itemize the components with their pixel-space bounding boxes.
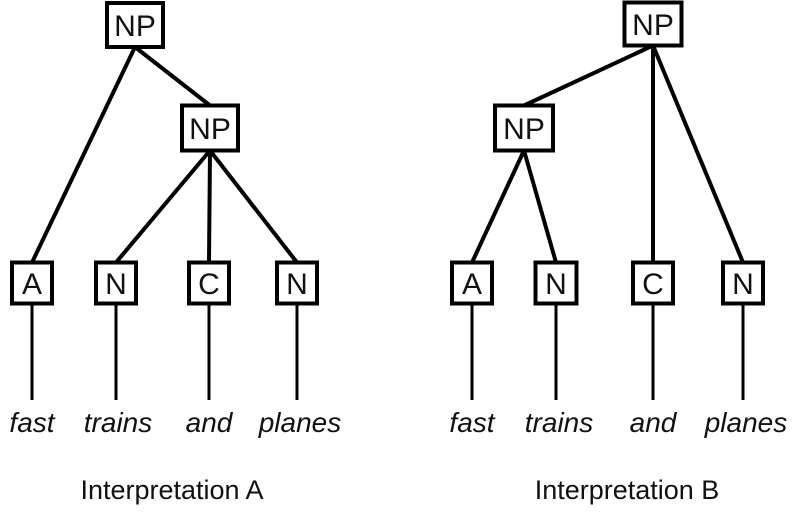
edge-group bbox=[30, 45, 299, 264]
node-label-a-leaf-n2: N bbox=[286, 268, 308, 301]
tree-edge-b-root-np-to-b-leaf-n2 bbox=[651, 44, 745, 264]
tree-edge-a-inner-np-to-a-leaf-n2 bbox=[208, 149, 299, 264]
caption-interpretation-b: Interpretation B bbox=[535, 475, 720, 505]
word-a-word-and: and bbox=[186, 407, 234, 438]
node-b-leaf-a: A bbox=[450, 260, 494, 306]
node-b-leaf-c: C bbox=[631, 260, 675, 306]
node-box-a-leaf-n2 bbox=[275, 260, 319, 306]
node-label-b-inner-np: NP bbox=[503, 113, 545, 146]
node-label-b-root-np: NP bbox=[632, 9, 674, 42]
node-box-a-inner-np bbox=[180, 103, 240, 153]
leaf-stem-group bbox=[470, 303, 745, 400]
node-box-a-leaf-a bbox=[10, 260, 54, 306]
word-b-word-and: and bbox=[630, 407, 678, 438]
tree-edge-a-root-np-to-a-leaf-a bbox=[30, 46, 137, 264]
word-a-word-planes: planes bbox=[258, 407, 342, 438]
word-b-word-trains: trains bbox=[525, 407, 593, 438]
word-b-word-planes: planes bbox=[704, 407, 788, 438]
node-label-a-inner-np: NP bbox=[189, 113, 231, 146]
node-label-b-leaf-a: A bbox=[462, 268, 482, 301]
tree-edge-b-inner-np-to-b-leaf-a bbox=[470, 149, 526, 264]
tree-edge-a-inner-np-to-a-leaf-n1 bbox=[114, 149, 212, 264]
node-a-leaf-n1: N bbox=[94, 260, 138, 306]
node-b-inner-np: NP bbox=[493, 103, 555, 153]
node-label-b-leaf-c: C bbox=[642, 268, 664, 301]
node-label-b-leaf-n2: N bbox=[732, 268, 754, 301]
node-box-b-inner-np bbox=[493, 103, 555, 153]
node-a-root-np: NP bbox=[105, 1, 165, 49]
word-b-word-fast: fast bbox=[449, 407, 495, 438]
tree-edge-a-inner-np-to-a-leaf-c bbox=[207, 150, 212, 263]
node-box-a-root-np bbox=[105, 1, 165, 49]
node-label-a-leaf-a: A bbox=[22, 268, 42, 301]
tree-edge-a-root-np-to-a-inner-np bbox=[133, 45, 212, 108]
node-label-a-leaf-c: C bbox=[198, 268, 220, 301]
word-a-word-trains: trains bbox=[84, 407, 152, 438]
node-box-b-leaf-n1 bbox=[533, 260, 579, 306]
tree-edge-b-root-np-to-b-inner-np bbox=[523, 43, 654, 108]
node-box-b-leaf-a bbox=[450, 260, 494, 306]
node-label-a-root-np: NP bbox=[114, 10, 156, 43]
tree-edge-b-inner-np-to-b-leaf-n1 bbox=[522, 149, 558, 264]
node-a-leaf-n2: N bbox=[275, 260, 319, 306]
word-a-word-fast: fast bbox=[9, 407, 55, 438]
caption-interpretation-a: Interpretation A bbox=[80, 475, 263, 505]
node-a-leaf-a: A bbox=[10, 260, 54, 306]
node-box-a-leaf-n1 bbox=[94, 260, 138, 306]
node-label-b-leaf-n1: N bbox=[545, 268, 567, 301]
node-box-a-leaf-c bbox=[187, 260, 231, 306]
node-b-leaf-n2: N bbox=[721, 260, 765, 306]
node-b-root-np: NP bbox=[622, 0, 684, 48]
node-label-a-leaf-n1: N bbox=[105, 268, 127, 301]
edge-group bbox=[470, 43, 745, 264]
node-box-b-root-np bbox=[622, 0, 684, 48]
leaf-stem-group bbox=[30, 303, 299, 400]
node-box-b-leaf-c bbox=[631, 260, 675, 306]
node-b-leaf-n1: N bbox=[533, 260, 579, 306]
node-a-inner-np: NP bbox=[180, 103, 240, 153]
node-box-b-leaf-n2 bbox=[721, 260, 765, 306]
node-a-leaf-c: C bbox=[187, 260, 231, 306]
